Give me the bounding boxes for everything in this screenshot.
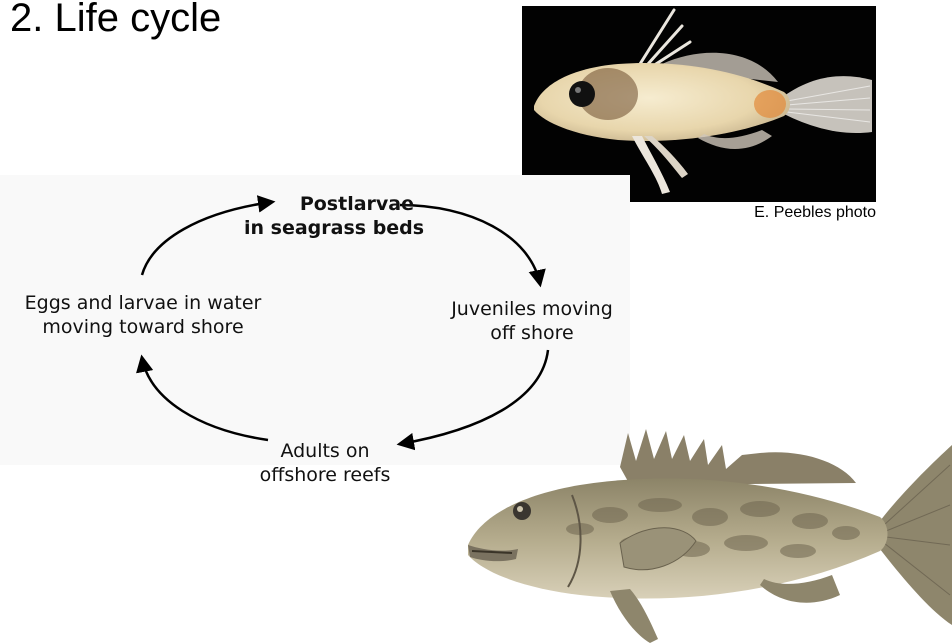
stage-eggs-line2: moving toward shore xyxy=(8,315,278,339)
stage-postlarvae-line2: in seagrass beds xyxy=(244,216,414,240)
stage-juveniles: Juveniles moving off shore xyxy=(432,297,632,345)
stage-juveniles-line1: Juveniles moving xyxy=(432,297,632,321)
stage-juveniles-line2: off shore xyxy=(432,321,632,345)
stage-postlarvae: Postlarvae in seagrass beds xyxy=(244,192,414,240)
stage-eggs-line1: Eggs and larvae in water xyxy=(8,291,278,315)
stage-adults: Adults on offshore reefs xyxy=(250,439,400,487)
arrow-adults-to-eggs xyxy=(142,358,268,440)
stage-adults-line2: offshore reefs xyxy=(250,463,400,487)
stage-adults-line1: Adults on xyxy=(250,439,400,463)
stage-eggs-larvae: Eggs and larvae in water moving toward s… xyxy=(8,291,278,339)
stage-postlarvae-line1: Postlarvae xyxy=(244,192,414,216)
adult-grouper-illustration xyxy=(460,425,952,643)
